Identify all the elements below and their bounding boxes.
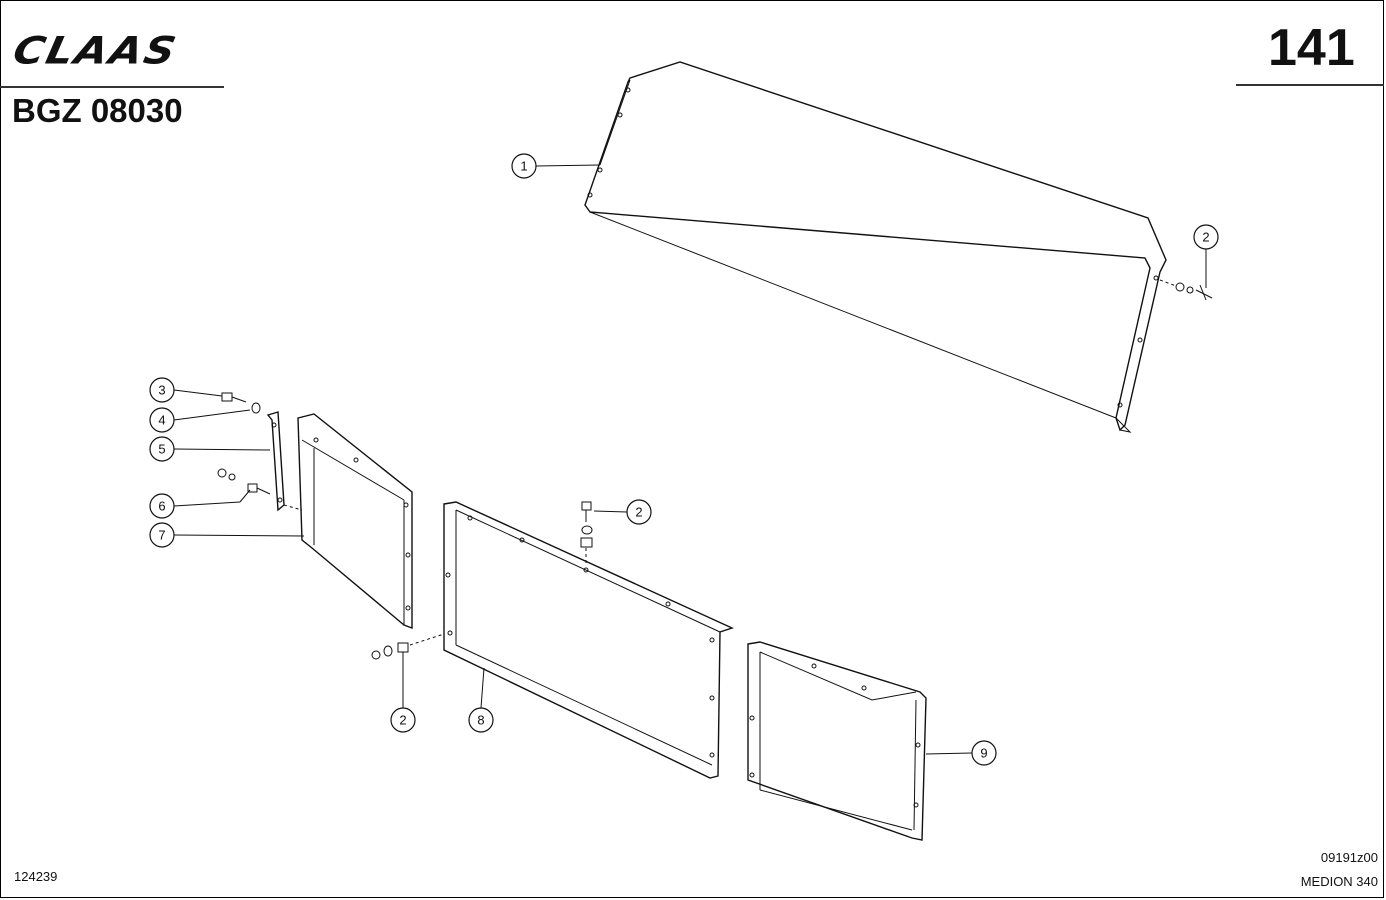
footer-model: MEDION 340 bbox=[1300, 874, 1378, 889]
svg-text:4: 4 bbox=[158, 413, 165, 428]
part-7-left-side-panel bbox=[297, 413, 413, 630]
part-6-bolt-set bbox=[217, 468, 271, 495]
callout-1: 1 bbox=[511, 153, 537, 179]
svg-text:2: 2 bbox=[1202, 230, 1209, 245]
svg-text:2: 2 bbox=[399, 713, 406, 728]
svg-text:2: 2 bbox=[635, 505, 642, 520]
logo-underline bbox=[0, 86, 224, 88]
svg-text:1: 1 bbox=[520, 159, 527, 174]
callout-2-bottom: 2 bbox=[390, 707, 416, 733]
hardware-part-2-right bbox=[1159, 279, 1213, 301]
callout-2-right: 2 bbox=[1193, 224, 1219, 250]
svg-text:5: 5 bbox=[158, 442, 165, 457]
footer-drawing-ref: 09191z00 bbox=[1320, 850, 1378, 865]
part-4-washer bbox=[251, 402, 261, 414]
footer-id: 124239 bbox=[14, 869, 58, 884]
callout-3: 3 bbox=[149, 377, 175, 403]
callout-7: 7 bbox=[149, 522, 175, 548]
svg-text:7: 7 bbox=[158, 528, 165, 543]
part-1-cover-panel bbox=[584, 61, 1167, 433]
svg-text:9: 9 bbox=[980, 746, 987, 761]
svg-text:3: 3 bbox=[158, 383, 165, 398]
callout-8: 8 bbox=[468, 707, 494, 733]
part-3-bolt bbox=[221, 392, 247, 403]
leader-lines bbox=[173, 164, 1207, 755]
part-5-bracket bbox=[266, 411, 303, 512]
callout-2-top: 2 bbox=[626, 499, 652, 525]
callout-9: 9 bbox=[971, 740, 997, 766]
hardware-part-2-top bbox=[580, 501, 593, 565]
part-8-middle-panel bbox=[443, 501, 734, 779]
page-number-underline bbox=[1236, 84, 1384, 86]
page-number: 141 bbox=[1268, 19, 1355, 77]
callout-5: 5 bbox=[149, 436, 175, 462]
callout-4: 4 bbox=[149, 407, 175, 433]
drawing-code: BGZ 08030 bbox=[12, 92, 183, 129]
svg-text:6: 6 bbox=[158, 499, 165, 514]
svg-text:8: 8 bbox=[477, 713, 484, 728]
part-9-right-side-panel bbox=[747, 641, 927, 841]
callout-6: 6 bbox=[149, 493, 175, 519]
hardware-part-2-bottom bbox=[371, 633, 445, 660]
